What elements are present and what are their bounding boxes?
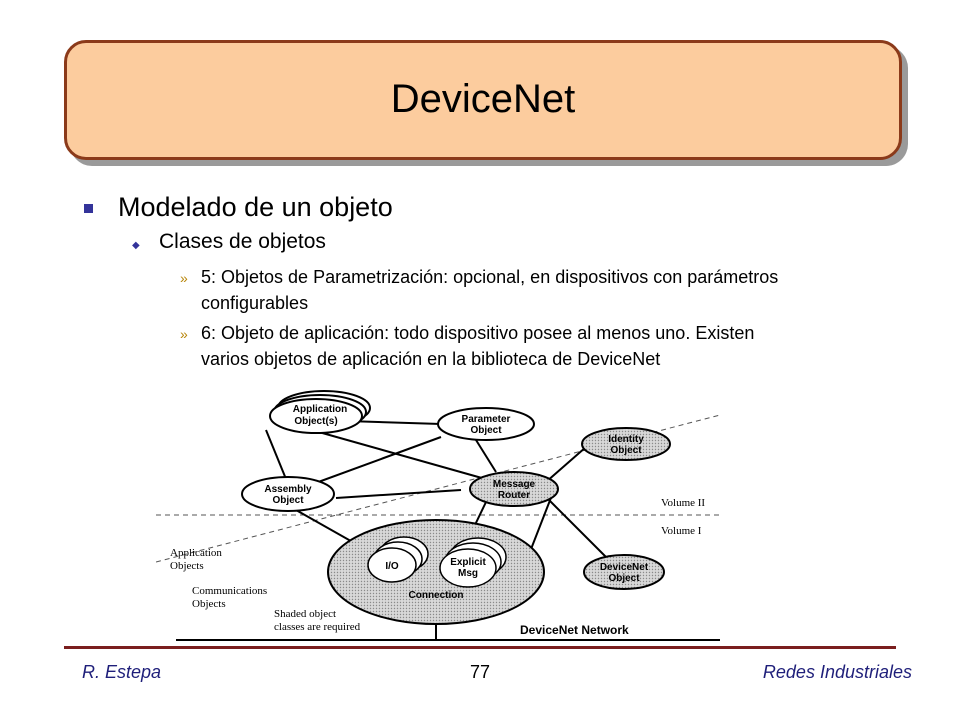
bullet-level3-line: 6: Objeto de aplicación: todo dispositiv… bbox=[201, 323, 755, 343]
assembly-object-label-1: Assembly bbox=[264, 484, 312, 495]
diagonal-dashed-line bbox=[156, 414, 720, 563]
communications-objects-caption-1: Communications bbox=[192, 585, 267, 597]
identity-object-shape bbox=[581, 427, 671, 461]
bullet-level1-text: Modelado de un objeto bbox=[118, 192, 393, 222]
bullet-level3-line: configurables bbox=[201, 293, 309, 313]
diamond-bullet-icon: ◆ bbox=[132, 240, 140, 251]
explicit-msg-shape bbox=[439, 548, 497, 588]
connection-label: Connection bbox=[409, 590, 464, 601]
double-arrow-bullet-icon: » bbox=[180, 326, 188, 342]
square-bullet-icon bbox=[84, 204, 93, 213]
page-number: 77 bbox=[469, 662, 491, 682]
communications-objects-caption-2: Objects bbox=[192, 598, 226, 610]
application-objects-caption-2: Objects bbox=[170, 560, 204, 572]
devicenet-object-shape bbox=[583, 554, 665, 590]
explicit-msg-label-2: Msg bbox=[458, 568, 478, 579]
devicenet-network-label: DeviceNet Network bbox=[520, 623, 629, 637]
shaded-note-2: classes are required bbox=[274, 621, 361, 633]
io-label: I/O bbox=[385, 561, 399, 572]
footer-divider bbox=[64, 646, 896, 649]
application-objects-label-2: Object(s) bbox=[294, 416, 337, 427]
message-router-label-2: Router bbox=[498, 490, 530, 501]
slide-title: DeviceNet bbox=[390, 77, 576, 121]
parameter-object-label-1: Parameter bbox=[462, 414, 511, 425]
devicenet-object-model-diagram: Application Object(s) Parameter Object I… bbox=[156, 390, 720, 641]
application-objects-shape bbox=[269, 398, 363, 434]
footer-author: R. Estepa bbox=[82, 662, 162, 682]
io-shape bbox=[367, 547, 417, 583]
bullet-level3-line: varios objetos de aplicación en la bibli… bbox=[201, 349, 661, 369]
volume2-label: Volume II bbox=[661, 497, 705, 509]
assembly-object-label-2: Object bbox=[272, 495, 304, 506]
volume1-label: Volume I bbox=[661, 525, 702, 537]
identity-object-label-2: Object bbox=[610, 445, 642, 456]
identity-object-label-1: Identity bbox=[608, 434, 644, 445]
title-box: DeviceNet bbox=[64, 40, 902, 160]
explicit-msg-label-1: Explicit bbox=[450, 557, 486, 568]
devicenet-object-label-2: Object bbox=[608, 573, 640, 584]
bullet-level2-text: Clases de objetos bbox=[159, 230, 326, 253]
assembly-object-shape bbox=[241, 476, 335, 512]
message-router-shape bbox=[469, 471, 559, 507]
bullet-level3-line: 5: Objetos de Parametrización: opcional,… bbox=[201, 267, 779, 287]
double-arrow-bullet-icon: » bbox=[180, 270, 188, 286]
parameter-object-shape bbox=[437, 407, 535, 441]
parameter-object-label-2: Object bbox=[470, 425, 502, 436]
connection-shape bbox=[327, 519, 545, 625]
application-objects-caption-1: Application bbox=[170, 547, 222, 559]
footer-course: Redes Industriales bbox=[762, 662, 912, 682]
devicenet-object-label-1: DeviceNet bbox=[600, 562, 649, 573]
message-router-label-1: Message bbox=[493, 479, 536, 490]
shaded-note-1: Shaded object bbox=[274, 608, 336, 620]
application-objects-label-1: Application bbox=[293, 404, 347, 415]
